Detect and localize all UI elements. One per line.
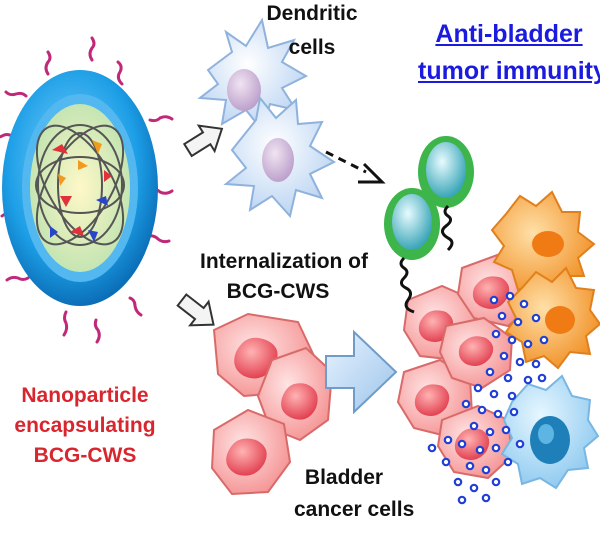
immunity-line-1: Anti-bladder <box>435 20 583 48</box>
arrow-to-dendritic <box>182 124 224 158</box>
bladder-cancer-cell <box>256 346 334 442</box>
dendritic-line-1: Dendritic <box>266 2 358 25</box>
nanoparticle-label: Nanoparticle encapsulating BCG-CWS <box>10 384 160 468</box>
internalization-line-2: BCG-CWS <box>226 280 330 304</box>
dendritic-cells-label: Dendritic cells <box>266 2 358 60</box>
immunity-line-2: tumor immunity <box>418 56 600 85</box>
nanoparticle-line-3: BCG-CWS <box>33 444 137 468</box>
internalization-label: Internalization of BCG-CWS <box>200 250 368 304</box>
bcg-cws-mesh <box>35 124 125 246</box>
internalization-line-1: Internalization of <box>200 250 368 273</box>
dendritic-cell <box>223 95 336 219</box>
bladder-line-2: cancer cells <box>294 498 415 522</box>
arrow-to-cancer <box>176 293 215 327</box>
immune-tumor-scene <box>384 136 600 505</box>
bladder-cancer-cells-label: Bladder cancer cells <box>294 466 415 522</box>
t-cell <box>384 188 440 314</box>
dendritic-line-2: cells <box>288 36 336 60</box>
granules <box>427 291 549 505</box>
nanoparticle-line-1: Nanoparticle <box>21 384 149 407</box>
dendritic-cell <box>197 17 309 133</box>
bladder-line-1: Bladder <box>304 466 384 489</box>
bcg-cws-fragments <box>50 140 112 242</box>
orange-immune-cell <box>490 190 596 296</box>
dashed-arrow <box>325 150 386 184</box>
nanoparticle-line-2: encapsulating <box>14 414 156 438</box>
bladder-cancer-cell <box>210 408 292 496</box>
blue-immune-cell <box>500 374 600 490</box>
anti-tumor-immunity-title: Anti-bladder tumor immunity <box>418 20 600 86</box>
big-arrow <box>325 329 398 415</box>
t-cell <box>418 136 474 252</box>
nanoparticle <box>0 36 174 344</box>
